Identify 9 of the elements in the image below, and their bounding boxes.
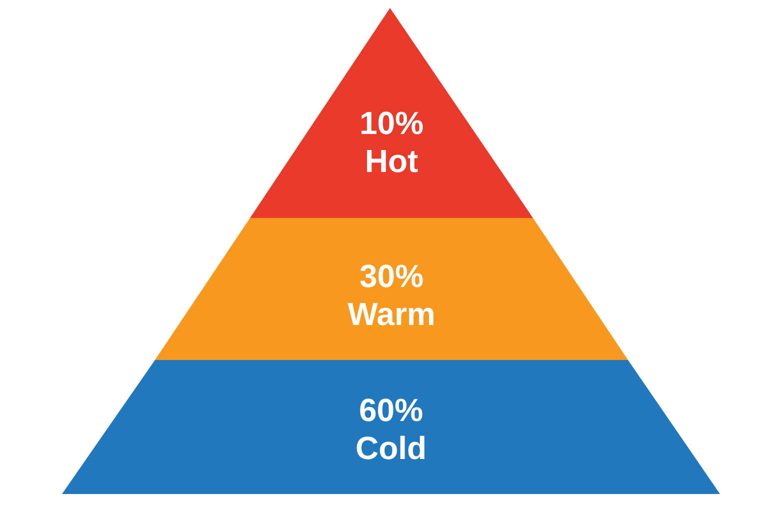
pyramid-tier <box>250 8 533 218</box>
pyramid-tier <box>62 360 720 494</box>
percentage-value: 60% <box>358 391 424 429</box>
tier-name: Warm <box>348 295 436 333</box>
pyramid-tier <box>155 218 628 360</box>
tier-name: Cold <box>355 429 427 467</box>
percentage-value: 10% <box>359 104 424 142</box>
percentage-value: 30% <box>359 257 424 295</box>
tier-name: Hot <box>364 142 418 180</box>
